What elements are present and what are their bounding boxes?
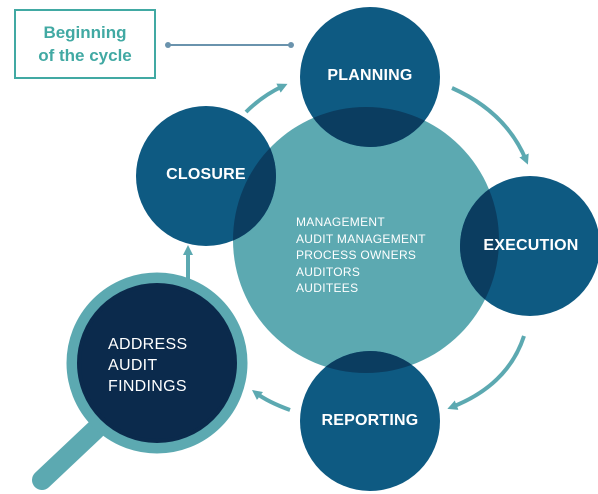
stakeholder-list: MANAGEMENT AUDIT MANAGEMENT PROCESS OWNE… (296, 214, 426, 297)
stakeholder-item: AUDIT MANAGEMENT (296, 231, 426, 246)
magnifier-handle (32, 420, 105, 490)
reporting-label: REPORTING (321, 412, 419, 429)
closure-label: CLOSURE (166, 166, 246, 183)
arrow-execution-to-reporting (447, 335, 526, 410)
start-connector-dot-left (165, 42, 171, 48)
center-circle (233, 107, 499, 373)
stakeholder-item: PROCESS OWNERS (296, 248, 417, 262)
findings-line: FINDINGS (108, 378, 187, 395)
execution-label: EXECUTION (483, 237, 579, 254)
beginning-label-line2: of the cycle (38, 46, 132, 65)
stakeholder-item: AUDITEES (296, 281, 359, 295)
start-connector-dot-right (288, 42, 294, 48)
beginning-label-line1: Beginning (43, 23, 127, 42)
findings-line: ADDRESS (108, 336, 188, 353)
stakeholder-item: AUDITORS (296, 264, 361, 279)
arrow-closure-to-planning (244, 83, 288, 114)
beginning-of-cycle-box: Beginning of the cycle (14, 9, 156, 79)
planning-label: PLANNING (327, 67, 413, 84)
address-findings-label: ADDRESS AUDIT FINDINGS (108, 334, 187, 397)
magnifier-lens (66, 272, 248, 454)
arrow-planning-to-execution (451, 86, 529, 165)
findings-line: AUDIT (108, 357, 158, 374)
stakeholder-item: MANAGEMENT (296, 215, 386, 229)
arrow-reporting-to-findings (251, 390, 291, 412)
magnifier-lens-rim (77, 283, 237, 443)
reporting-circle (300, 351, 440, 491)
